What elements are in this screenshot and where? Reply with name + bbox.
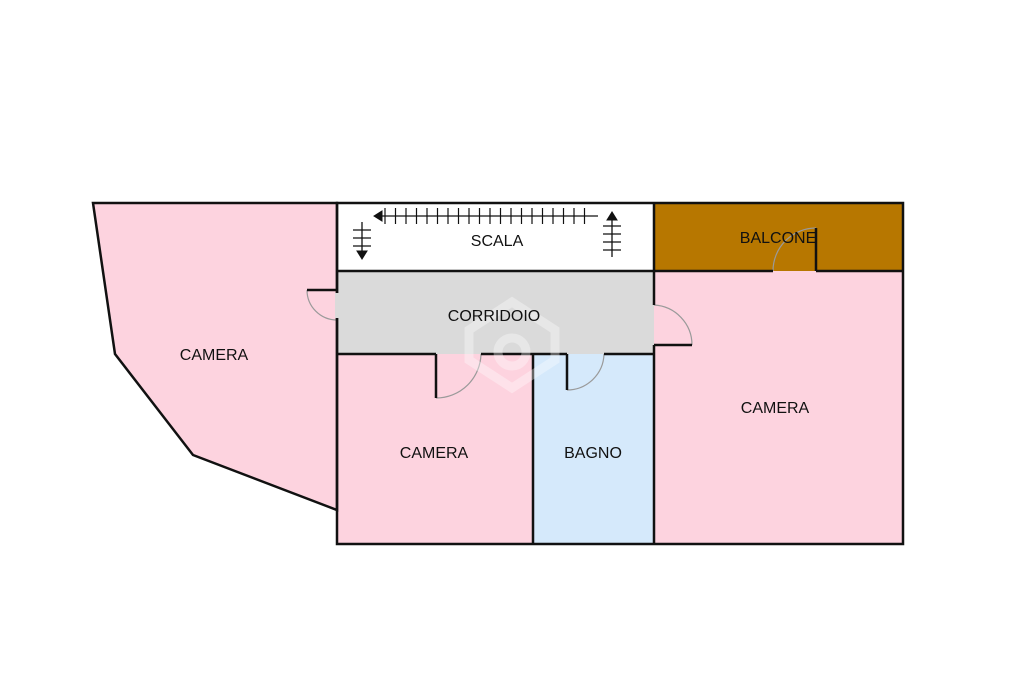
door-swing-balcone	[772, 227, 817, 272]
label-camera-right: CAMERA	[741, 400, 810, 417]
room-camera-left	[93, 203, 337, 510]
walls	[91, 201, 905, 546]
label-camera-left: CAMERA	[180, 347, 249, 364]
wall-outline-main	[335, 201, 905, 546]
door-swing-camera-right	[653, 304, 693, 346]
label-balcone: BALCONE	[740, 230, 816, 247]
label-bagno: BAGNO	[564, 445, 622, 462]
room-bagno	[533, 354, 654, 544]
stairs-arrow-icon	[353, 208, 621, 260]
room-scala	[337, 203, 654, 271]
door-swing-camera-center	[435, 353, 482, 399]
room-balcone	[654, 203, 903, 271]
door-swing-camera-left	[306, 289, 338, 321]
door-swing-bagno	[566, 353, 605, 391]
label-corridoio: CORRIDOIO	[448, 308, 540, 325]
label-scala: SCALA	[471, 233, 524, 250]
door-swings	[306, 227, 817, 399]
room-corridoio	[337, 271, 654, 354]
room-camera-right	[654, 271, 903, 544]
stairs-left-arrow	[356, 250, 368, 260]
house-watermark-icon	[464, 296, 560, 394]
label-camera-center: CAMERA	[400, 445, 469, 462]
stairs-arrow-head	[373, 210, 383, 222]
stairs-right-arrow	[606, 211, 618, 221]
wall-outline-left	[91, 201, 339, 512]
